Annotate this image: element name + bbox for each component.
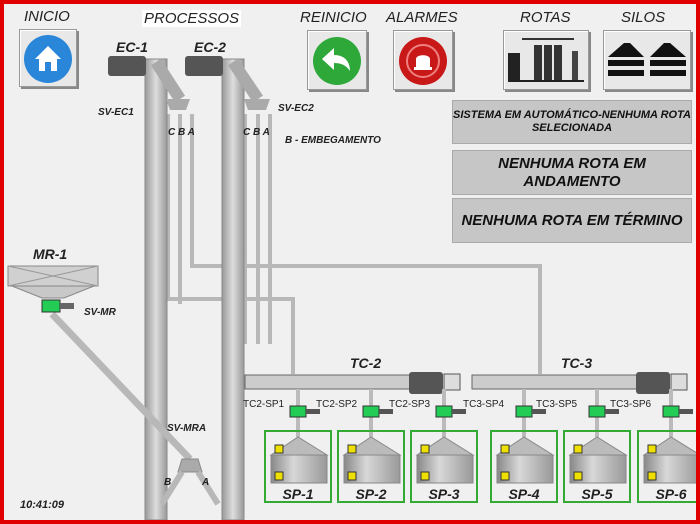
level-sensor-low	[420, 471, 430, 481]
motor-ec2	[185, 56, 223, 76]
level-sensor-low	[500, 471, 510, 481]
valve-tc2-sp3[interactable]	[435, 405, 466, 418]
elevator-ec1[interactable]	[108, 56, 190, 520]
pipe-mr-diagonal	[49, 311, 193, 462]
silo-1[interactable]: SP-1	[264, 430, 332, 503]
valve-tc3-sp6[interactable]	[662, 405, 693, 418]
label-ec1-outlets: C B A	[168, 127, 195, 138]
level-sensor-high	[573, 444, 583, 454]
conveyor-tc3[interactable]	[471, 372, 688, 394]
valve-label: TC3-SP4	[463, 399, 505, 410]
label-ec2-outlets: C B A	[243, 127, 270, 138]
rotas-button[interactable]	[503, 30, 589, 90]
valve-label: TC3-SP6	[610, 399, 652, 410]
label-sv-mra: SV-MRA	[167, 423, 206, 434]
silo-label: SP-1	[282, 486, 313, 502]
label-embegamento: B - EMBEGAMENTO	[285, 135, 381, 146]
level-sensor-low	[573, 471, 583, 481]
pipe-network	[166, 114, 542, 374]
alarm-bell-icon	[399, 37, 447, 85]
label-sv-ec2: SV-EC2	[278, 103, 314, 114]
elevator-ec2[interactable]	[185, 56, 270, 520]
valve-tc2-sp2[interactable]	[362, 405, 393, 418]
silos-button[interactable]	[603, 30, 691, 90]
status-system-mode: SISTEMA EM AUTOMÁTICO-NENHUMA ROTA SELEC…	[452, 100, 692, 144]
level-sensor-high	[647, 444, 657, 454]
silo-2[interactable]: SP-2	[337, 430, 405, 503]
silos-icon	[608, 43, 686, 76]
valve-label: TC3-SP5	[536, 399, 578, 410]
level-sensor-low	[274, 471, 284, 481]
valve-label: TC2-SP1	[243, 399, 285, 410]
splitter-sv-mra[interactable]	[159, 458, 221, 506]
process-diagram: TC2-SP1SP-1TC2-SP2SP-2TC2-SP3SP-3TC3-SP4…	[7, 39, 696, 520]
status-route-ending: NENHUMA ROTA EM TÉRMINO	[452, 198, 692, 243]
valve-tc2-sp1[interactable]	[289, 405, 320, 418]
status-route-in-progress: NENHUMA ROTA EM ANDAMENTO	[452, 150, 692, 195]
label-tc3: TC-3	[561, 355, 592, 371]
label-mra-a: A	[201, 477, 209, 488]
routes-plant-icon	[508, 38, 584, 82]
undo-arrow-icon	[313, 37, 361, 85]
level-sensor-high	[500, 444, 510, 454]
clock: 10:41:09	[20, 499, 65, 511]
distributor-sv-ec2	[244, 99, 270, 110]
nav-label-alarmes: ALARMES	[386, 9, 458, 26]
label-ec2: EC-2	[194, 39, 226, 55]
silo-label: SP-2	[355, 486, 386, 502]
nav-label-processos[interactable]: PROCESSOS	[142, 10, 242, 27]
silo-label: SP-3	[428, 486, 459, 502]
distributor-sv-ec1	[166, 99, 190, 110]
valve-sv-mr[interactable]	[41, 299, 74, 313]
valve-label: TC2-SP2	[316, 399, 358, 410]
label-sv-ec1: SV-EC1	[98, 107, 134, 118]
nav-label-silos: SILOS	[621, 9, 666, 26]
level-sensor-high	[420, 444, 430, 454]
label-mra-b: B	[164, 477, 171, 488]
hopper-mr1[interactable]	[7, 265, 99, 299]
home-icon	[24, 35, 72, 83]
alarmes-button[interactable]	[393, 30, 453, 90]
valve-label: TC2-SP3	[389, 399, 431, 410]
label-mr1: MR-1	[33, 246, 67, 262]
label-sv-mr: SV-MR	[84, 307, 117, 318]
silo-3[interactable]: SP-3	[410, 430, 478, 503]
silo-4[interactable]: SP-4	[490, 430, 558, 503]
motor-ec1	[108, 56, 146, 76]
silo-6[interactable]: SP-6	[637, 430, 696, 503]
silo-5[interactable]: SP-5	[563, 430, 631, 503]
level-sensor-high	[347, 444, 357, 454]
label-tc2: TC-2	[350, 355, 381, 371]
nav-label-inicio: INICIO	[24, 8, 70, 25]
level-sensor-high	[274, 444, 284, 454]
level-sensor-low	[347, 471, 357, 481]
nav-label-reinicio: REINICIO	[300, 9, 367, 26]
nav-label-rotas: ROTAS	[520, 9, 571, 26]
silo-label: SP-5	[581, 486, 612, 502]
level-sensor-low	[647, 471, 657, 481]
silo-label: SP-6	[655, 486, 686, 502]
conveyor-tc2[interactable]	[244, 372, 461, 394]
home-button[interactable]	[19, 29, 77, 87]
silo-label: SP-4	[508, 486, 539, 502]
valve-tc3-sp5[interactable]	[588, 405, 619, 418]
valve-tc3-sp4[interactable]	[515, 405, 546, 418]
reinicio-button[interactable]	[307, 30, 367, 90]
label-ec1: EC-1	[116, 39, 148, 55]
